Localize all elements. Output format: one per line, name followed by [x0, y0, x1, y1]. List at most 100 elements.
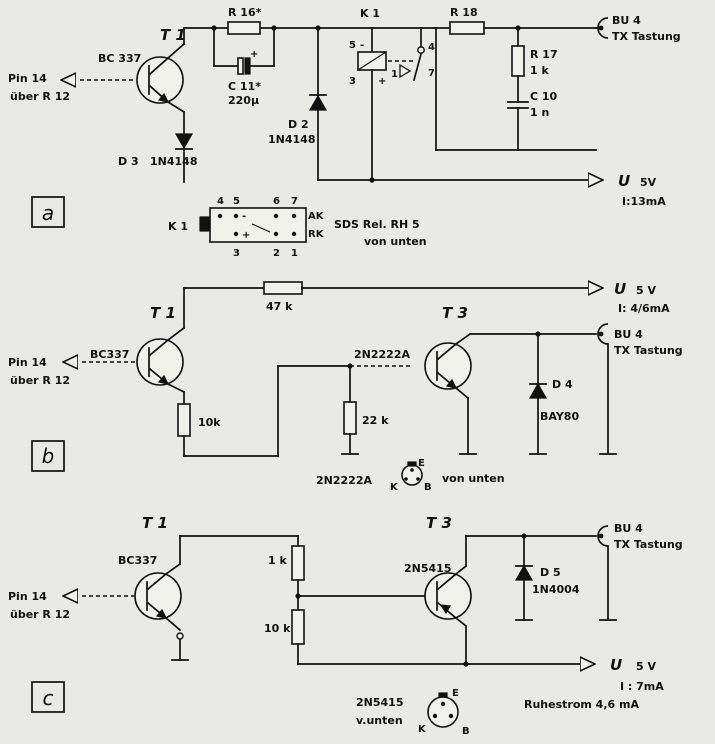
r17-value-label: 1 k [530, 64, 549, 77]
b-supply-ref-label: U [614, 280, 626, 298]
b-pinout-type-label: 2N2222A [316, 474, 372, 487]
c-pinout-type-label: 2N5415 [356, 696, 403, 709]
c-pinout-view-label: v.unten [356, 714, 403, 727]
c-input-via-label: über R 12 [10, 608, 70, 621]
d2-type-label: 1N4148 [268, 133, 315, 146]
jack-bu4-icon [597, 17, 609, 39]
relay-plus-label: + [378, 76, 386, 87]
relay-pin-3-label: 3 [349, 76, 356, 87]
bu4-desc-label: TX Tastung [612, 30, 681, 43]
pin-bottom-1: 2 [273, 248, 280, 259]
d4-type-label: BAY80 [540, 410, 579, 423]
resistor-1k [291, 545, 305, 581]
relay-pinout-minus: - [242, 211, 246, 222]
diode-d4 [528, 382, 548, 399]
pin-top-0: 4 [217, 196, 224, 207]
d2-ref-label: D 2 [288, 118, 309, 131]
input-pin-label: Pin 14 [8, 72, 47, 85]
relay-pinout-plus: + [242, 230, 250, 241]
resistor-r18 [449, 21, 485, 35]
pin-top-2: 6 [273, 196, 280, 207]
contact-7-label: 7 [428, 68, 435, 79]
pin-top-1: 5 [233, 196, 240, 207]
diode-d2 [308, 94, 328, 111]
panel-c: c T 1 BC337 Pin 14 über R 12 1 k 10 k T … [8, 514, 683, 737]
resistor-10k [177, 403, 191, 437]
pin-top-3: 7 [291, 196, 298, 207]
b-jack-bu4-icon [597, 323, 609, 345]
panel-a-tag: a [42, 201, 54, 225]
panel-b: b T 1 BC337 Pin 14 über R 12 47 k U 5 V … [8, 280, 683, 493]
bu4-ref-label: BU 4 [612, 14, 641, 27]
t1-type-label: BC 337 [98, 52, 141, 65]
c-supply-v-label: 5 V [636, 660, 656, 673]
c-pin-e-label: E [452, 688, 459, 699]
r18-label: R 18 [450, 6, 478, 19]
panel-c-tag: c [43, 686, 54, 710]
b-pin-e-label: E [418, 458, 425, 469]
diode-d3 [174, 133, 194, 150]
c10-value-label: 1 n [530, 106, 549, 119]
b-bu4-ref-label: BU 4 [614, 328, 643, 341]
c-supply-i-label: I : 7mA [620, 680, 664, 693]
supply-arrow-icon [588, 172, 604, 188]
b-input-arrow-icon [62, 354, 78, 370]
relay-pinout-rk: RK [308, 229, 325, 240]
d3-type-label: 1N4148 [150, 155, 197, 168]
c-t1-type-label: BC337 [118, 554, 157, 567]
c-t3-ref-label: T 3 [426, 514, 452, 532]
c10-ref-label: C 10 [530, 90, 558, 103]
contact-1-label: 1 [391, 69, 398, 80]
r1k-label: 1 k [268, 554, 287, 567]
contact-arm [412, 52, 423, 82]
panel-c-tag-frame [31, 681, 65, 713]
b-t3-type-label: 2N2222A [354, 348, 410, 361]
d5-type-label: 1N4004 [532, 583, 580, 596]
c-input-pin-label: Pin 14 [8, 590, 47, 603]
b-input-pin-label: Pin 14 [8, 356, 47, 369]
relay-pin-5-label: 5 [349, 40, 356, 51]
c-pin-b-label: B [462, 726, 470, 737]
capacitor-c11 [237, 57, 244, 75]
resistor-r16 [227, 21, 261, 35]
panel-b-tag: b [42, 444, 55, 468]
r47k-label: 47 k [266, 300, 293, 313]
c-input-arrow-icon [62, 588, 78, 604]
c-bu4-ref-label: BU 4 [614, 522, 643, 535]
pin-bottom-0: 3 [233, 248, 240, 259]
r17-ref-label: R 17 [530, 48, 558, 61]
input-via-label: über R 12 [10, 90, 70, 103]
diode-d5 [514, 564, 534, 581]
r10k-label: 10k [198, 416, 221, 429]
panel-a-tag-frame [31, 196, 65, 228]
resistor-22k [343, 401, 357, 435]
transistor-t1 [136, 56, 184, 104]
c-pinout-package [427, 696, 459, 728]
contact-1-arrow-icon [399, 63, 412, 79]
b-t3-ref-label: T 3 [442, 304, 468, 322]
b-supply-arrow-icon [588, 280, 604, 296]
r16-label: R 16* [228, 6, 262, 19]
b-supply-i-label: I: 4/6mA [618, 302, 670, 315]
relay-k1-ref-label: K 1 [360, 7, 380, 20]
pin-bottom-2: 1 [291, 248, 298, 259]
panel-a: a T 1 BC 337 Pin 14 über R 12 D 3 1N4148… [8, 6, 681, 228]
c-supply-arrow-icon [580, 656, 596, 672]
relay-pinout-ak: AK [308, 211, 325, 222]
c11-label: C 11* [228, 80, 261, 93]
c-supply-ref-label: U [610, 656, 622, 674]
c-quiescent-label: Ruhestrom 4,6 mA [524, 698, 639, 711]
c-pin-k-label: K [418, 724, 427, 735]
c11-value-label: 220µ [228, 94, 259, 107]
panel-b-tag-frame [31, 440, 65, 472]
relay-pinout-name: SDS Rel. RH 5 [334, 218, 420, 231]
c-jack-bu4-icon [597, 525, 609, 547]
relay-pinout-diagram: K 1 4 5 6 7 - + 3 2 1 AK RK SDS Rel. RH … [168, 196, 427, 259]
supply-i-label: I:13mA [622, 195, 666, 208]
c11-plus-label: + [250, 49, 258, 60]
contact-4-label: 4 [428, 42, 435, 53]
supply-ref-label: U [618, 172, 630, 190]
b-pin-k-label: K [390, 482, 399, 493]
resistor-47k [263, 281, 303, 295]
